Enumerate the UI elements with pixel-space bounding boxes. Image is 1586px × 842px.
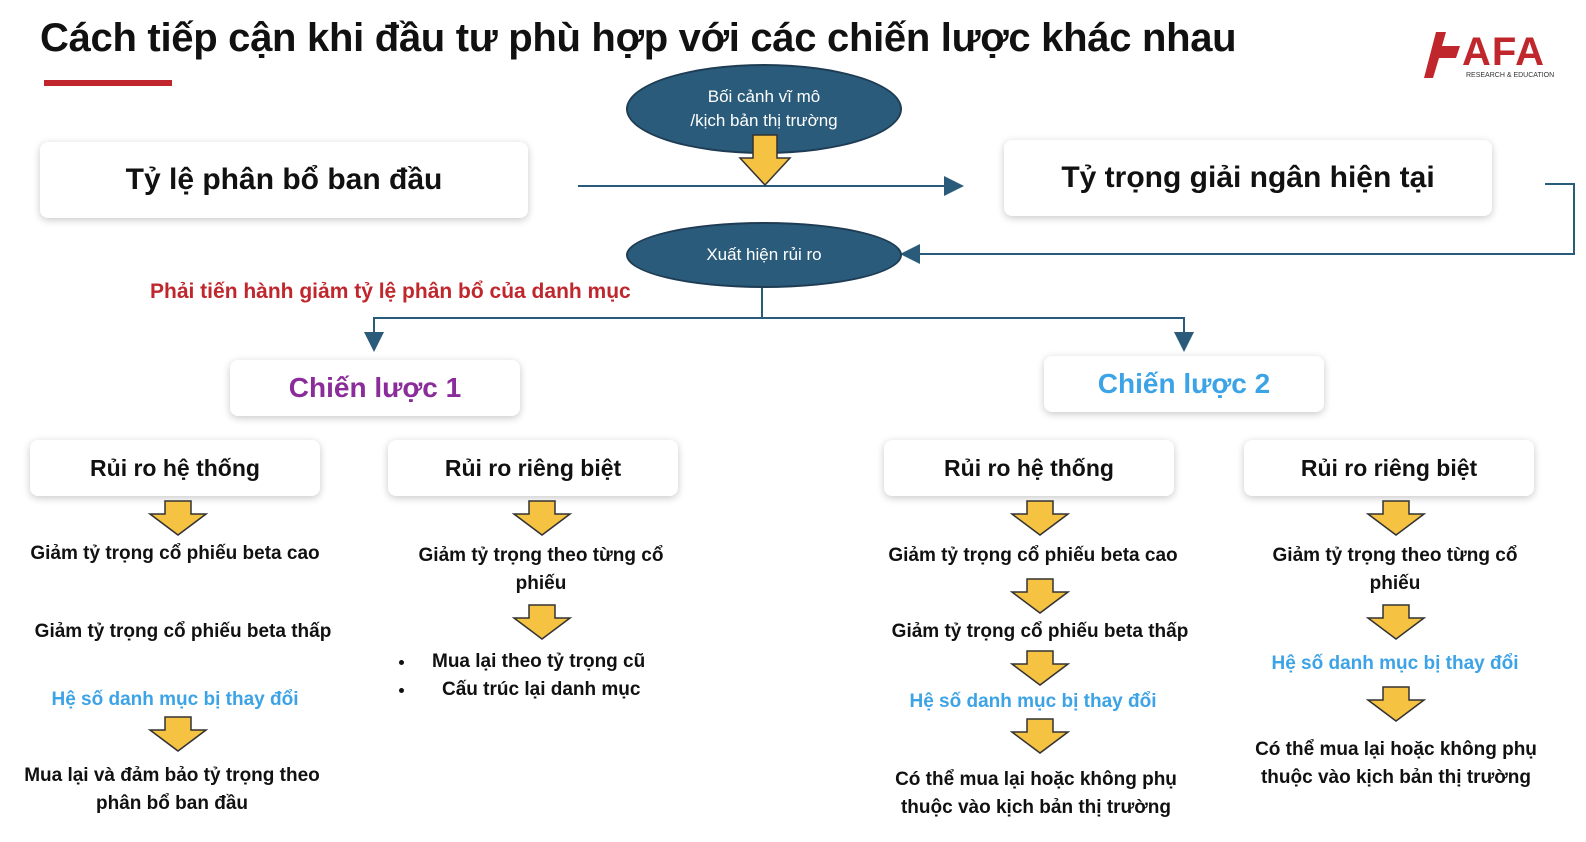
s1-sys-step-4: Mua lại và đảm bảo tỷ trọng theo phân bổ…	[24, 765, 320, 814]
s1-sys-step-3: Hệ số danh mục bị thay đổi	[51, 689, 299, 710]
down-arrow-icon	[1010, 500, 1070, 536]
current-weight-card: Tỷ trọng giải ngân hiện tại	[1004, 140, 1492, 216]
s2-sys-step-2: Giảm tỷ trọng cổ phiếu beta thấp	[891, 621, 1189, 642]
s1-spec-step-1: Giảm tỷ trọng theo từng cổ phiếu	[418, 545, 664, 594]
s2-specific-label: Rủi ro riêng biệt	[1300, 454, 1478, 481]
s1-specific-label: Rủi ro riêng biệt	[444, 454, 622, 481]
down-arrow-icon	[512, 604, 572, 640]
s2-spec-step-2: Hệ số danh mục bị thay đổi	[1271, 653, 1519, 674]
initial-allocation-card: Tỷ lệ phân bổ ban đầu	[40, 142, 528, 218]
macro-down-arrow-icon	[738, 134, 792, 186]
down-arrow-icon	[512, 500, 572, 536]
s1-systematic-label: Rủi ro hệ thống	[90, 454, 260, 481]
down-arrow-icon	[1366, 686, 1426, 722]
current-weight-label: Tỷ trọng giải ngân hiện tại	[1061, 161, 1435, 194]
strategy-1-card: Chiến lược 1	[230, 360, 520, 416]
s1-spec-bullet-1: Mua lại theo tỷ trọng cũ	[416, 648, 645, 676]
connector-to-strategy-1	[364, 317, 762, 352]
down-arrow-icon	[1010, 578, 1070, 614]
down-arrow-icon	[148, 716, 208, 752]
s2-spec-step-1: Giảm tỷ trọng theo từng cổ phiếu	[1272, 545, 1518, 594]
strategy-1-label: Chiến lược 1	[288, 372, 462, 403]
risk-node: Xuất hiện rủi ro	[626, 222, 902, 288]
down-arrow-icon	[1010, 718, 1070, 754]
logo-text: AFA	[1462, 30, 1545, 74]
logo-mark-icon	[1424, 32, 1460, 78]
down-arrow-icon	[1366, 604, 1426, 640]
connector-to-strategy-2	[762, 317, 1194, 352]
down-arrow-icon	[148, 500, 208, 536]
macro-context-node: Bối cảnh vĩ mô /kịch bản thị trường	[626, 64, 902, 154]
s1-sys-step-1: Giảm tỷ trọng cổ phiếu beta cao	[30, 543, 320, 564]
s1-systematic-card: Rủi ro hệ thống	[30, 440, 320, 496]
s2-sys-step-3: Hệ số danh mục bị thay đổi	[909, 691, 1157, 712]
s1-spec-bullets: Mua lại theo tỷ trọng cũ Cấu trúc lại da…	[396, 648, 645, 704]
strategy-2-label: Chiến lược 2	[1097, 368, 1271, 399]
down-arrow-icon	[1366, 500, 1426, 536]
connector-current-to-risk	[900, 183, 1575, 264]
title-underline	[44, 80, 172, 86]
risk-label: Xuất hiện rủi ro	[706, 245, 822, 264]
s2-spec-step-3: Có thể mua lại hoặc không phụ thuộc vào …	[1255, 739, 1537, 788]
strategy-2-card: Chiến lược 2	[1044, 356, 1324, 412]
s2-systematic-card: Rủi ro hệ thống	[884, 440, 1174, 496]
afa-logo: AFA RESEARCH & EDUCATION	[1420, 28, 1570, 84]
s2-sys-step-4: Có thể mua lại hoặc không phụ thuộc vào …	[895, 769, 1177, 818]
s2-systematic-label: Rủi ro hệ thống	[944, 454, 1114, 481]
macro-line-2: /kịch bản thị trường	[690, 111, 838, 130]
s1-sys-step-2: Giảm tỷ trọng cổ phiếu beta thấp	[34, 621, 332, 642]
logo-subtext: RESEARCH & EDUCATION	[1466, 72, 1555, 79]
macro-line-1: Bối cảnh vĩ mô	[707, 87, 821, 106]
initial-allocation-label: Tỷ lệ phân bổ ban đầu	[125, 163, 443, 196]
s2-sys-step-1: Giảm tỷ trọng cổ phiếu beta cao	[888, 545, 1178, 566]
s1-specific-card: Rủi ro riêng biệt	[388, 440, 678, 496]
reduce-allocation-note: Phải tiến hành giảm tỷ lệ phân bổ của da…	[150, 280, 631, 303]
s2-specific-card: Rủi ro riêng biệt	[1244, 440, 1534, 496]
down-arrow-icon	[1010, 650, 1070, 686]
page-title: Cách tiếp cận khi đầu tư phù hợp với các…	[40, 16, 1237, 60]
s1-spec-bullet-2: Cấu trúc lại danh mục	[416, 676, 645, 704]
